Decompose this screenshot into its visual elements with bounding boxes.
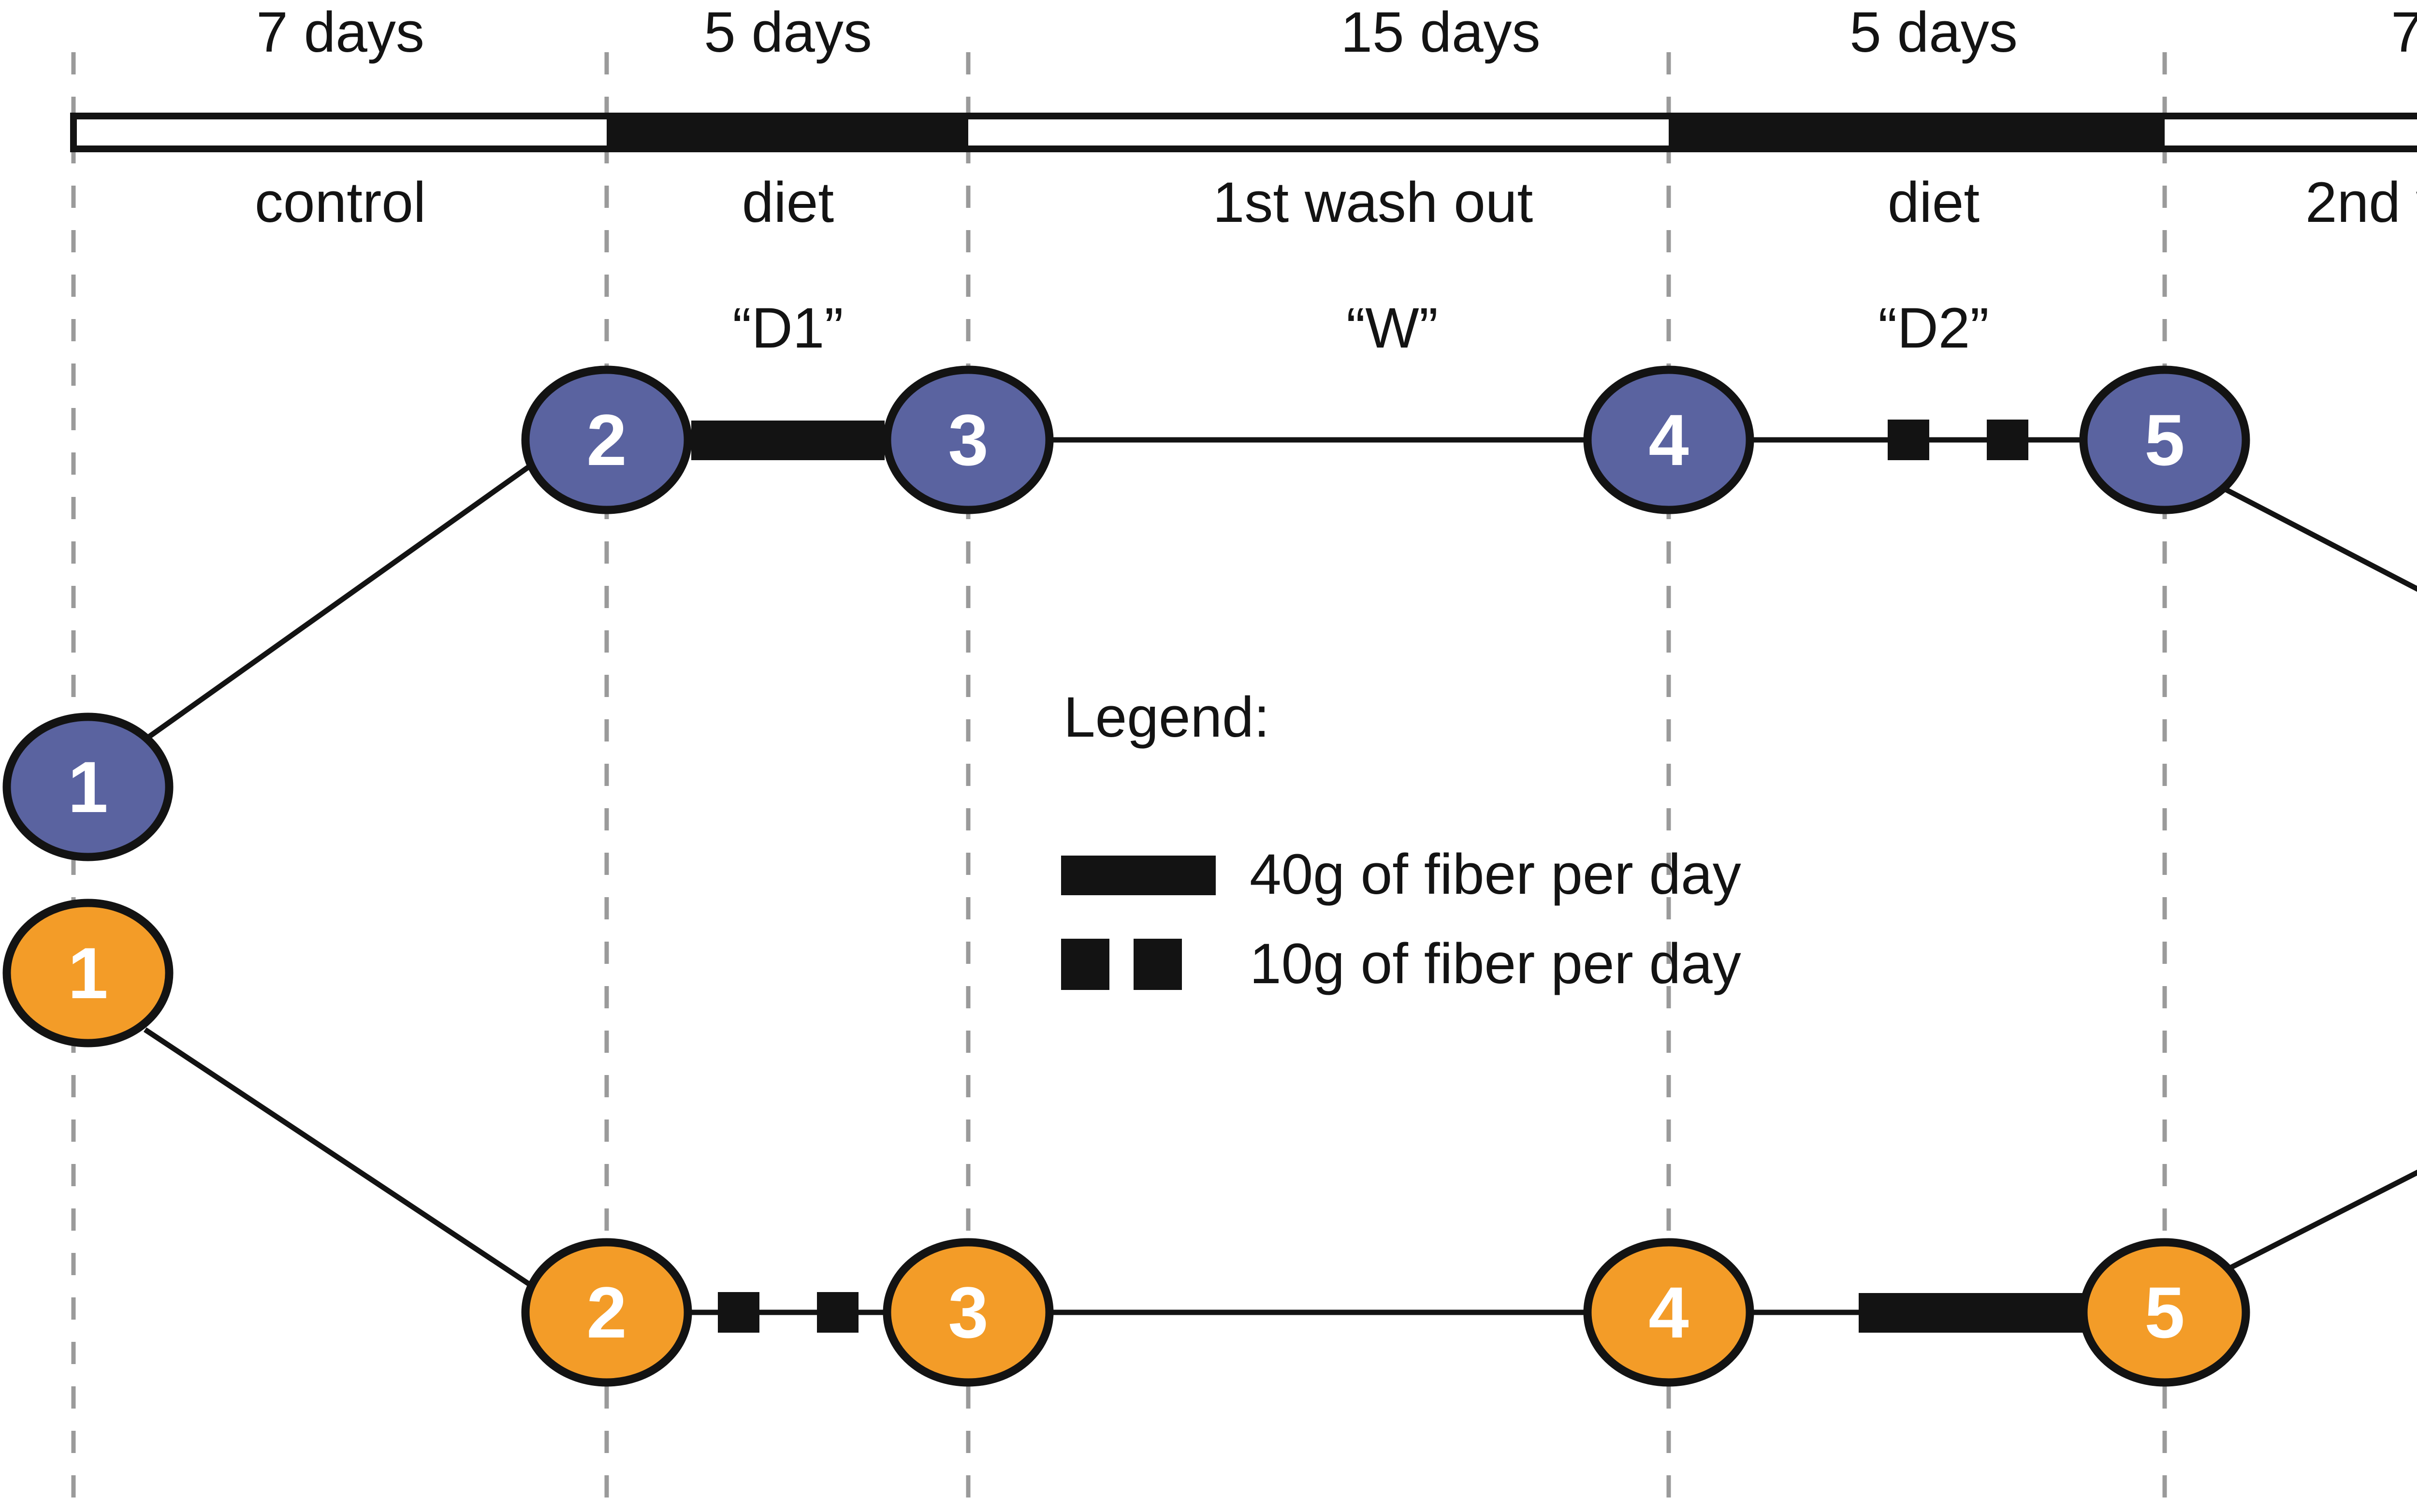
node-a-2 <box>521 365 692 514</box>
duration-label-2: 15 days <box>1340 0 1541 64</box>
node-b-2 <box>521 1238 692 1387</box>
legend-title: Legend: <box>1063 685 1270 749</box>
duration-label-0: 7 days <box>256 0 424 64</box>
duration-label-3: 5 days <box>1849 0 2018 64</box>
node-b-3-label: 3 <box>948 1272 989 1353</box>
legend-swatch-dash-1 <box>1061 939 1109 990</box>
timeline-segment-diet-2 <box>1669 113 2165 152</box>
link-b-2-3-dash-1 <box>718 1292 759 1333</box>
arm-a-links <box>143 420 2417 742</box>
link-a-2-3-solid-bar <box>691 421 885 460</box>
node-b-1 <box>2 899 174 1047</box>
phase-label-washout-2: 2nd wash out <box>2305 171 2417 234</box>
node-a-4-label: 4 <box>1648 399 1689 480</box>
node-b-3 <box>883 1238 1054 1387</box>
link-a-4-5-dash-1 <box>1888 420 1929 460</box>
duration-label-1: 5 days <box>704 0 872 64</box>
phase-label-control: control <box>254 171 426 234</box>
arm-b-links <box>143 1027 2417 1333</box>
node-a-4 <box>1583 365 1754 514</box>
link-a-1-2 <box>143 452 548 742</box>
link-b-2-3-dash-2 <box>817 1292 859 1333</box>
phase-label-washout-1: 1st wash out <box>1212 171 1533 234</box>
gridlines <box>71 52 2167 1507</box>
legend-swatch-solid <box>1061 856 1216 895</box>
node-a-1-label: 1 <box>68 746 108 828</box>
node-b-4-label: 4 <box>1648 1272 1689 1353</box>
phase-code-w: “W” <box>1346 296 1438 360</box>
node-a-1 <box>2 712 174 861</box>
legend-swatch-dash-2 <box>1134 939 1182 990</box>
node-b-1-label: 1 <box>68 932 108 1014</box>
arm-b-nodes <box>2 899 2250 1387</box>
node-a-5-label: 5 <box>2144 399 2185 480</box>
node-a-2-label: 2 <box>586 399 627 480</box>
legend-swatches <box>1061 856 1216 990</box>
link-a-5-6 <box>2213 481 2417 592</box>
node-a-3 <box>883 365 1054 514</box>
node-b-2-label: 2 <box>586 1272 627 1353</box>
arm-a-nodes <box>2 365 2250 861</box>
node-a-3-label: 3 <box>948 399 989 480</box>
node-a-5 <box>2079 365 2250 514</box>
phase-code-d1: “D1” <box>732 296 844 360</box>
legend-label-dashed: 10g of fiber per day <box>1250 932 1741 996</box>
node-b-5 <box>2079 1238 2250 1387</box>
node-b-4 <box>1583 1238 1754 1387</box>
link-a-4-5-dash-2 <box>1987 420 2028 460</box>
node-b-5-label: 5 <box>2144 1272 2185 1353</box>
timeline-bar <box>70 113 2417 152</box>
legend-label-solid: 40g of fiber per day <box>1250 843 1741 906</box>
link-b-1-2 <box>143 1027 548 1298</box>
phase-label-diet-2: diet <box>1887 171 1980 234</box>
phase-label-diet-1: diet <box>742 171 834 234</box>
duration-label-4: 7 days <box>2391 0 2417 64</box>
phase-code-d2: “D2” <box>1878 296 1989 360</box>
timeline-segment-diet-1 <box>607 113 968 152</box>
link-b-5-6 <box>2213 1169 2417 1279</box>
